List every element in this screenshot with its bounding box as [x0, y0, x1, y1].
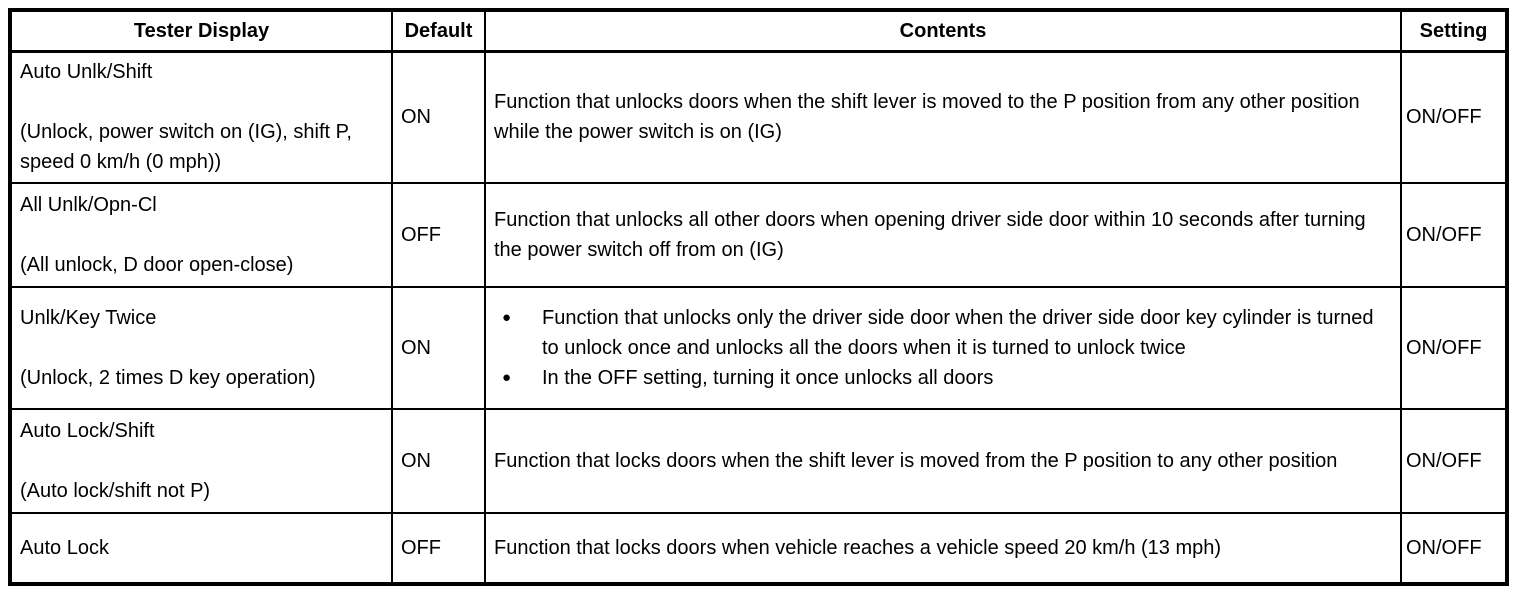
table-row-all-unlk-opn-cl: All Unlk/Opn-Cl (All unlock, D door open… — [9, 181, 1508, 288]
customize-settings-table: Tester Display Default Contents Setting … — [8, 8, 1509, 586]
contents-cell: Function that locks doors when vehicle r… — [484, 511, 1402, 585]
tester-display-label: Auto Unlk/Shift — [20, 61, 153, 84]
tester-display-note: (Auto lock/shift not P) — [20, 479, 211, 502]
bullet-text: Function that unlocks only the driver si… — [542, 306, 1374, 359]
contents-cell: ● Function that unlocks only the driver … — [484, 285, 1402, 410]
setting-cell: ON/OFF — [1400, 181, 1508, 288]
contents-cell: Function that unlocks all other doors wh… — [484, 181, 1402, 288]
tester-display-note: (All unlock, D door open-close) — [20, 253, 294, 276]
default-cell: ON — [391, 285, 486, 410]
header-default: Default — [391, 9, 486, 53]
setting-cell: ON/OFF — [1400, 285, 1508, 410]
tester-display-label: Auto Lock — [20, 536, 109, 559]
bullet-item: ● Function that unlocks only the driver … — [502, 303, 1392, 363]
header-tester-display: Tester Display — [9, 9, 393, 53]
default-cell: ON — [391, 407, 486, 514]
setting-cell: ON/OFF — [1400, 511, 1508, 585]
bullet-list: ● Function that unlocks only the driver … — [494, 303, 1392, 393]
default-cell: OFF — [391, 511, 486, 585]
setting-cell: ON/OFF — [1400, 407, 1508, 514]
contents-cell: Function that locks doors when the shift… — [484, 407, 1402, 514]
bullet-item: ● In the OFF setting, turning it once un… — [502, 363, 1392, 393]
table-row-unlk-key-twice: Unlk/Key Twice (Unlock, 2 times D key op… — [9, 285, 1508, 410]
setting-cell: ON/OFF — [1400, 50, 1508, 184]
tester-display-note: (Unlock, 2 times D key operation) — [20, 366, 316, 389]
tester-display-label: All Unlk/Opn-Cl — [20, 193, 157, 216]
table-row-auto-lock-shift: Auto Lock/Shift (Auto lock/shift not P) … — [9, 407, 1508, 514]
header-contents: Contents — [484, 9, 1402, 53]
tester-display-label: Unlk/Key Twice — [20, 306, 157, 329]
default-cell: ON — [391, 50, 486, 184]
table-row-auto-lock: Auto Lock OFF Function that locks doors … — [9, 511, 1508, 585]
tester-display-cell: Auto Unlk/Shift (Unlock, power switch on… — [9, 50, 393, 184]
tester-display-cell: All Unlk/Opn-Cl (All unlock, D door open… — [9, 181, 393, 288]
header-row: Tester Display Default Contents Setting — [9, 9, 1508, 53]
default-cell: OFF — [391, 181, 486, 288]
contents-cell: Function that unlocks doors when the shi… — [484, 50, 1402, 184]
tester-display-cell: Auto Lock/Shift (Auto lock/shift not P) — [9, 407, 393, 514]
tester-display-label: Auto Lock/Shift — [20, 419, 155, 442]
tester-display-note: (Unlock, power switch on (IG), shift P, … — [20, 121, 352, 174]
table-row-auto-unlk-shift: Auto Unlk/Shift (Unlock, power switch on… — [9, 50, 1508, 184]
header-setting: Setting — [1400, 9, 1508, 53]
bullet-icon: ● — [502, 308, 512, 326]
bullet-text: In the OFF setting, turning it once unlo… — [542, 366, 994, 389]
tester-display-cell: Unlk/Key Twice (Unlock, 2 times D key op… — [9, 285, 393, 410]
bullet-icon: ● — [502, 368, 512, 386]
tester-display-cell: Auto Lock — [9, 511, 393, 585]
